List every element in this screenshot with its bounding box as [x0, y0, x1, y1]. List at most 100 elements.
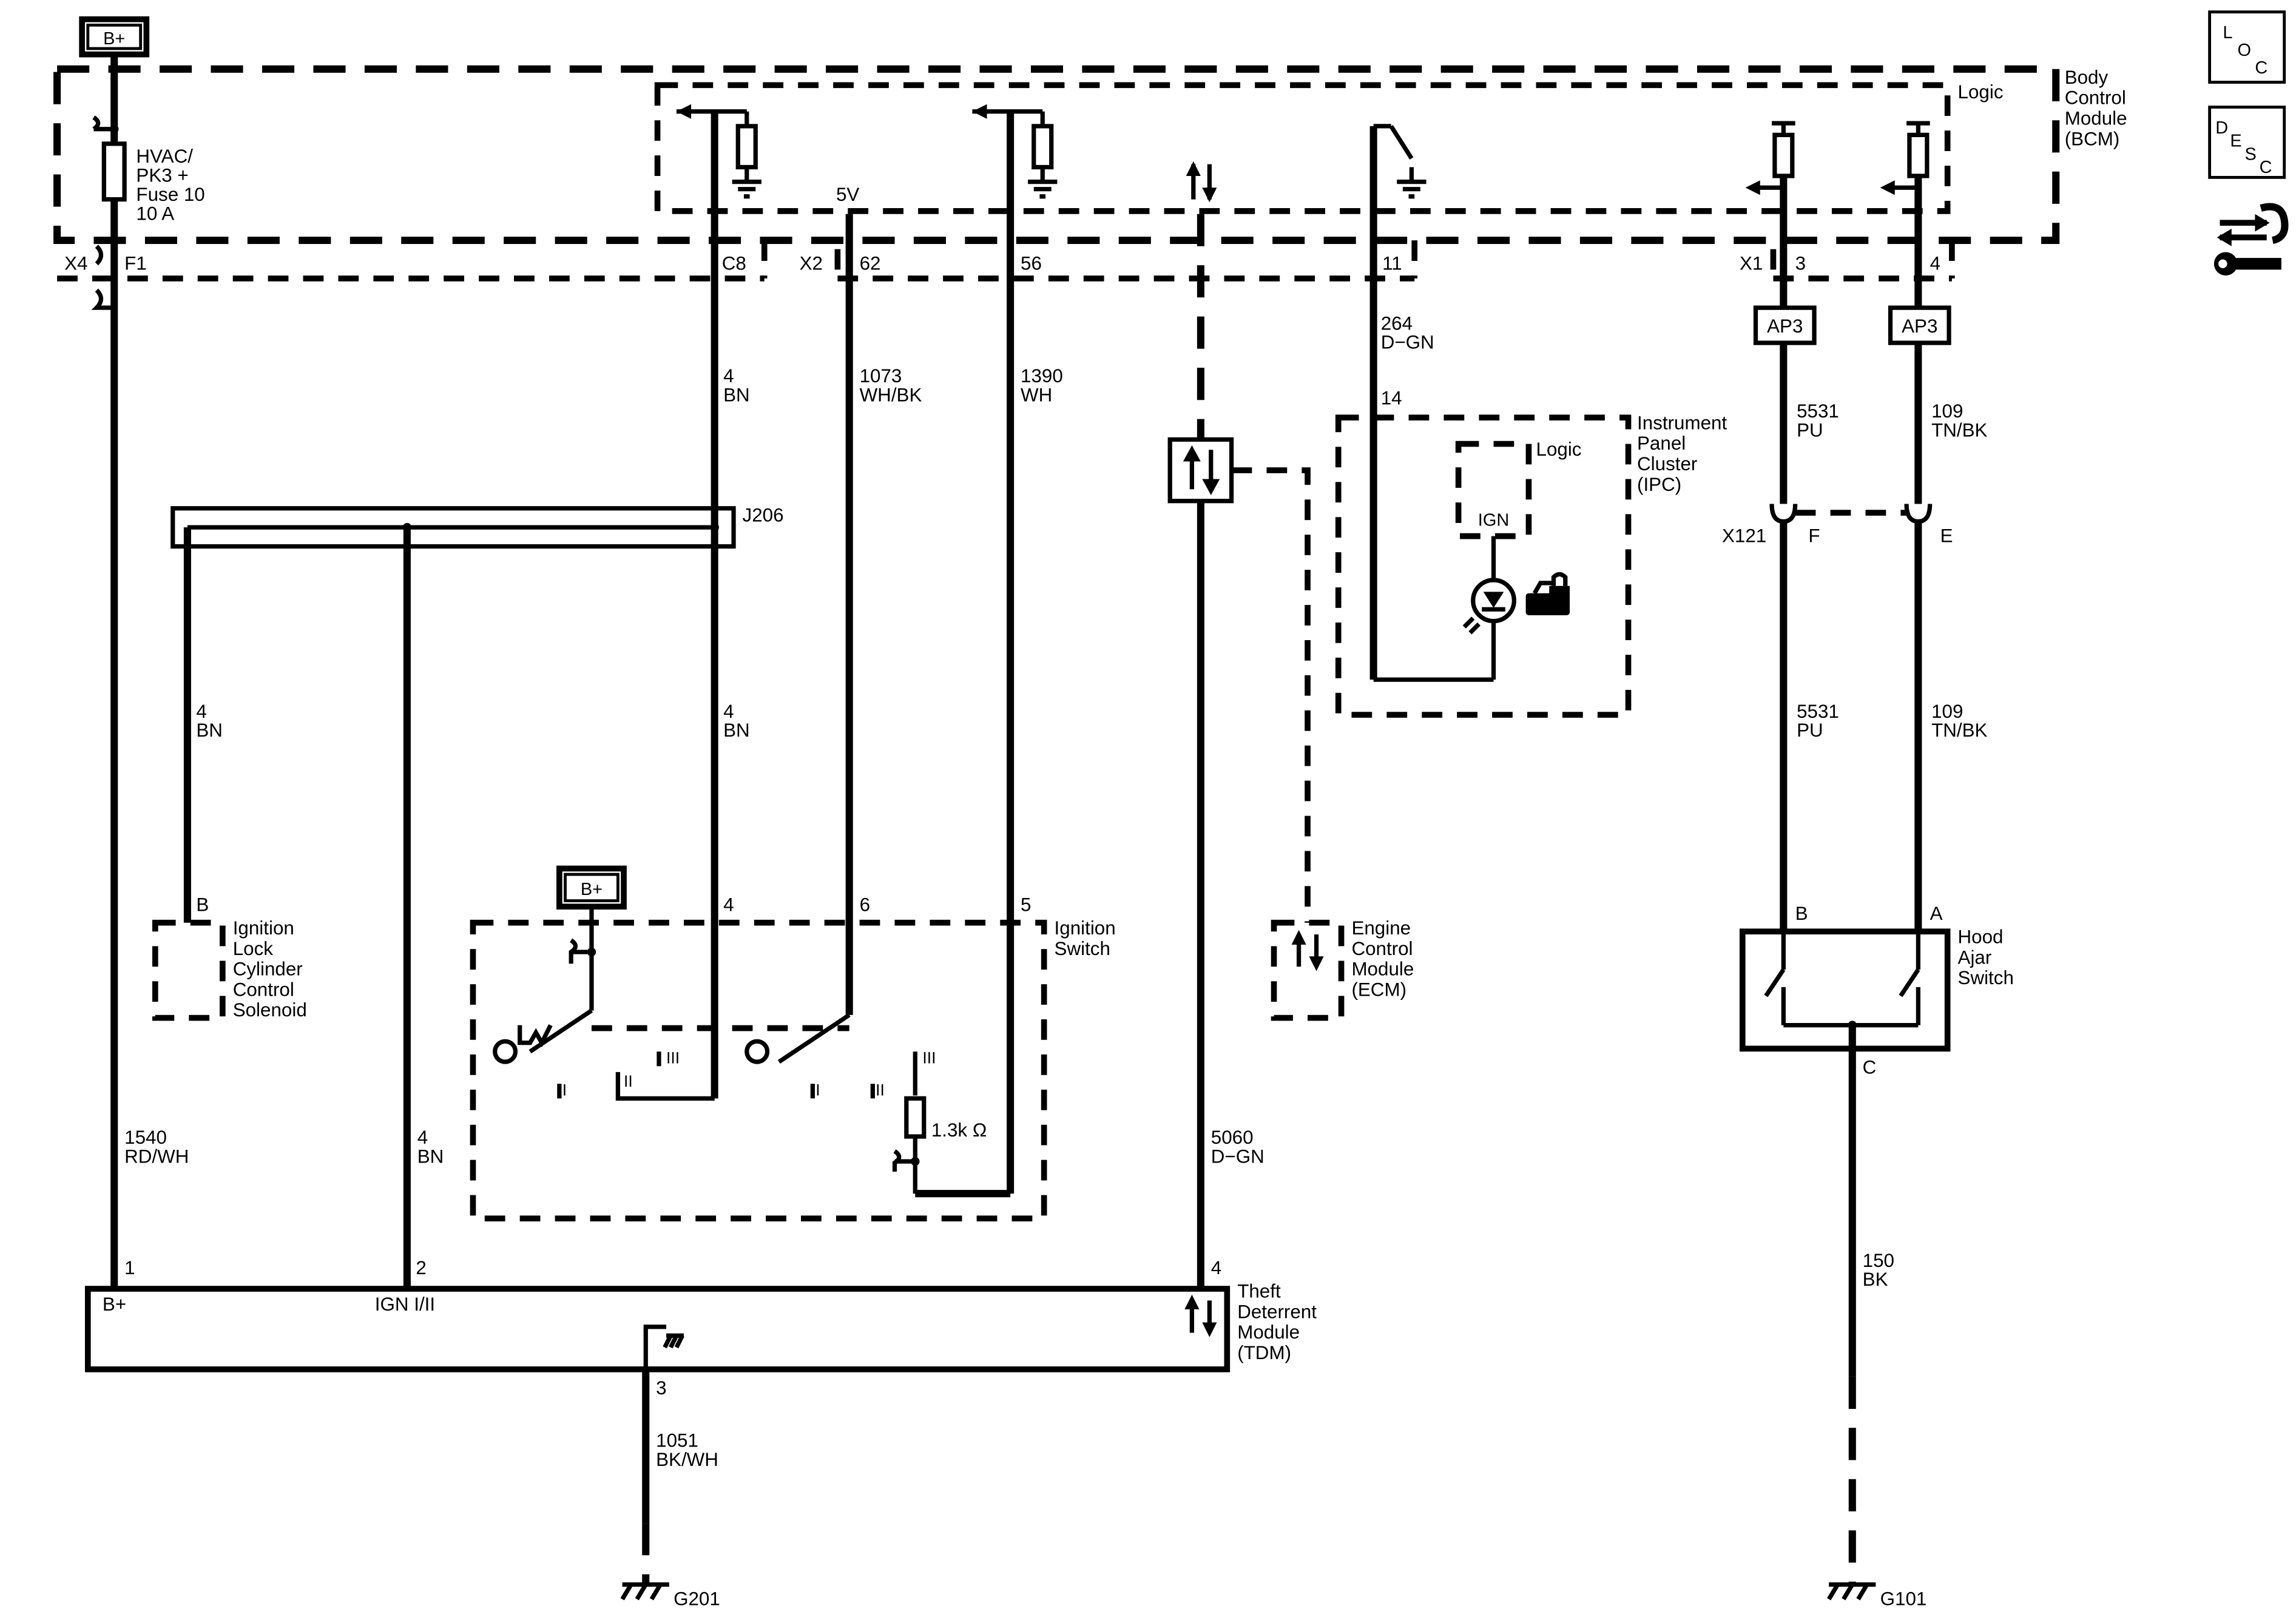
hood-pin-b-label: B: [1795, 903, 1808, 924]
ipc-pin-14-label: 14: [1381, 387, 1402, 408]
pin-4-label: 4: [1930, 252, 1940, 274]
connector-x121: [1769, 504, 1933, 932]
svg-text:Module: Module: [2065, 108, 2127, 129]
svg-text:II: II: [876, 1081, 885, 1099]
svg-text:E: E: [2230, 132, 2241, 151]
security-indicator-led-icon: [1462, 578, 1516, 635]
bcm-serial-data-arrows-icon: [1186, 161, 1217, 203]
solenoid-pin-b-label: B: [196, 894, 209, 915]
svg-text:S: S: [2245, 144, 2257, 164]
svg-text:Cluster: Cluster: [1637, 453, 1697, 474]
wire-109-lower-number: 109: [1931, 701, 1963, 722]
ignition-switch-outline: [470, 919, 1047, 1222]
bcm-name: Body Control Module (BCM): [2065, 67, 2127, 149]
svg-text:Control: Control: [1351, 938, 1413, 959]
wire-150-color: BK: [1863, 1269, 1888, 1290]
splice-j206: [171, 506, 736, 549]
svg-text:Ajar: Ajar: [1958, 947, 1992, 968]
svg-text:Module: Module: [1351, 959, 1414, 980]
wire-11-number: 264: [1381, 312, 1413, 334]
hood-pin-a-label: A: [1930, 903, 1943, 924]
ap3-right-box: [1888, 305, 1951, 345]
svg-text:O: O: [2237, 41, 2251, 60]
wire-tdm-ign-color: BN: [417, 1146, 444, 1167]
pin-11-label: 11: [1382, 252, 1402, 274]
hood-switch-name: Hood Ajar Switch: [1958, 927, 2014, 989]
wire-solenoid-color: BN: [196, 720, 223, 741]
bcm-outline: [53, 65, 2060, 245]
wire-solenoid-number: 4: [196, 701, 206, 722]
bcm-input-pin4: [1880, 121, 1930, 308]
svg-text:C: C: [2255, 58, 2267, 78]
ap3-left-box: [1753, 305, 1817, 345]
ap3-left-label: AP3: [1767, 316, 1803, 337]
wire-1051-number: 1051: [656, 1430, 698, 1451]
svg-text:Deterrent: Deterrent: [1237, 1301, 1317, 1322]
svg-text:Instrument: Instrument: [1637, 412, 1727, 433]
connector-x1-label: X1: [1740, 252, 1763, 274]
svg-text:Module: Module: [1237, 1322, 1300, 1343]
pin-3-label: 3: [1795, 252, 1806, 274]
resistor-symbol: [904, 1096, 927, 1139]
tdm-pin-1-label: 1: [124, 1257, 135, 1278]
svg-text:III: III: [922, 1048, 936, 1067]
resistor-value-label: 1.3k Ω: [931, 1119, 987, 1141]
serial-data-junction: [1167, 437, 1234, 504]
splice-j206-label: J206: [743, 505, 784, 526]
wire-11-color: D−GN: [1381, 332, 1434, 353]
svg-text:Theft: Theft: [1237, 1281, 1281, 1302]
bcm-logic-outline: [654, 82, 1951, 214]
svg-text:I: I: [562, 1081, 567, 1099]
svg-text:D: D: [2215, 118, 2228, 138]
switch-pin-6-label: 6: [860, 894, 870, 915]
tdm-bplus-label: B+: [103, 1294, 126, 1315]
fuse-label: HVAC/ PK3 + Fuse 10 10 A: [136, 146, 204, 224]
svg-text:Engine: Engine: [1351, 917, 1411, 939]
wire-5531-lower-number: 5531: [1797, 701, 1839, 722]
svg-text:PK3 +: PK3 +: [136, 165, 188, 186]
svg-text:Lock: Lock: [233, 938, 274, 959]
svg-text:Body: Body: [2065, 67, 2109, 88]
wire-5531-lower-color: PU: [1797, 720, 1823, 741]
wire-109-lower-color: TN/BK: [1931, 720, 1987, 741]
five-volt-label: 5V: [836, 184, 859, 205]
fuse-symbol: [101, 141, 127, 202]
bcm-input-pin3: [1745, 121, 1795, 308]
connector-x4-label: X4: [64, 252, 87, 274]
ground-g201-label: G201: [674, 1588, 720, 1609]
ignition-lock-solenoid-name: Ignition Lock Cylinder Control Solenoid: [233, 917, 307, 1021]
wire-1051-color: BK/WH: [656, 1449, 718, 1470]
location-button[interactable]: L O C: [2208, 10, 2286, 84]
wrench-arrows-icon[interactable]: [2213, 203, 2289, 276]
tdm-name: Theft Deterrent Module (TDM): [1237, 1281, 1317, 1363]
ipc-outline: [1335, 414, 1632, 718]
ground-g101-icon: [1829, 1585, 1876, 1599]
vehicle-lock-icon: [1525, 572, 1570, 615]
svg-text:Panel: Panel: [1637, 433, 1686, 454]
x121-pin-f-label: F: [1808, 525, 1820, 546]
ipc-name: Instrument Panel Cluster (IPC): [1637, 412, 1727, 495]
description-button[interactable]: D E S C: [2208, 106, 2286, 179]
ecm-serial-arrows-icon: [1291, 930, 1324, 971]
svg-text:Cylinder: Cylinder: [233, 959, 303, 980]
pin-f1-label: F1: [124, 252, 147, 274]
ecm-name: Engine Control Module (ECM): [1351, 917, 1414, 1000]
ecm-outline: [1271, 919, 1345, 1021]
svg-text:Fuse 10: Fuse 10: [136, 184, 204, 205]
wire-switch-feed-number: 4: [723, 701, 734, 722]
pin-62-label: 62: [860, 252, 881, 274]
tdm-internal-ground-icon: [643, 1325, 684, 1369]
switch-pin-5-label: 5: [1021, 894, 1031, 915]
svg-text:10 A: 10 A: [136, 203, 174, 224]
ignition-switch-pole-2: I II III: [745, 1013, 936, 1099]
wire-109-upper-color: TN/BK: [1931, 420, 1987, 441]
svg-text:Control: Control: [2065, 87, 2126, 109]
svg-text:HVAC/: HVAC/: [136, 146, 193, 167]
wire-56-number: 1390: [1021, 365, 1063, 387]
svg-text:Switch: Switch: [1055, 938, 1110, 959]
svg-text:C: C: [2260, 158, 2272, 177]
svg-text:(IPC): (IPC): [1637, 474, 1681, 495]
svg-text:II: II: [624, 1072, 633, 1090]
ground-g201-icon: [623, 1585, 669, 1599]
